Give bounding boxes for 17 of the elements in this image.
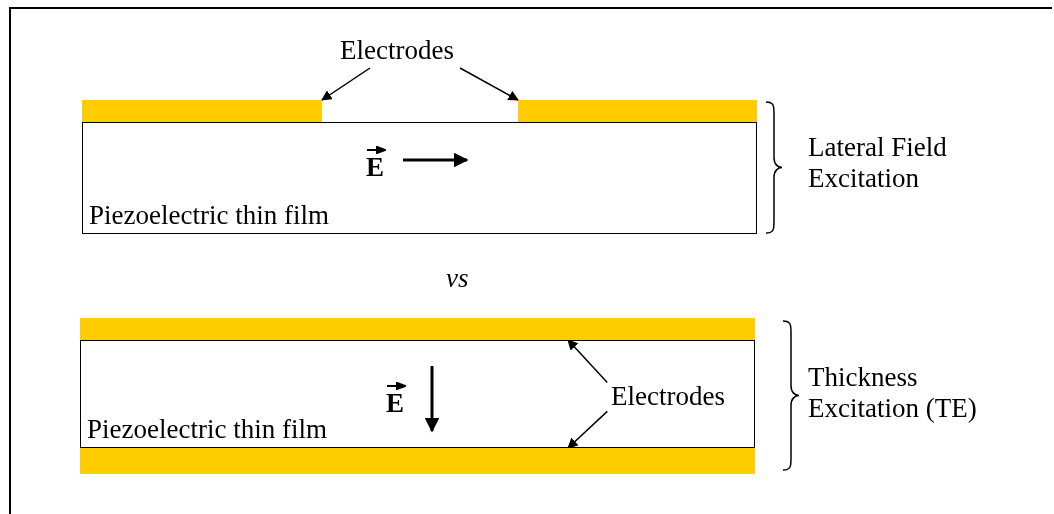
electrode-strip [80, 318, 755, 340]
electrode-strip [518, 100, 757, 122]
mode-label: Lateral Field Excitation [808, 132, 948, 195]
film-layer [80, 340, 755, 448]
arrow [567, 410, 609, 449]
layer-label: Piezoelectric thin film [89, 201, 329, 231]
comparison-label: vs [446, 263, 469, 295]
layer-label: Piezoelectric thin film [87, 415, 327, 445]
arrow [459, 67, 519, 101]
callout-label: Electrodes [611, 382, 725, 412]
callout-label: Electrodes [340, 36, 454, 66]
electrode-strip [82, 100, 322, 122]
mode-label: Thickness Excitation (TE) [808, 362, 978, 425]
arrow [567, 339, 609, 384]
film-layer [82, 122, 757, 234]
electrode-strip [80, 448, 755, 474]
arrow [321, 67, 371, 101]
